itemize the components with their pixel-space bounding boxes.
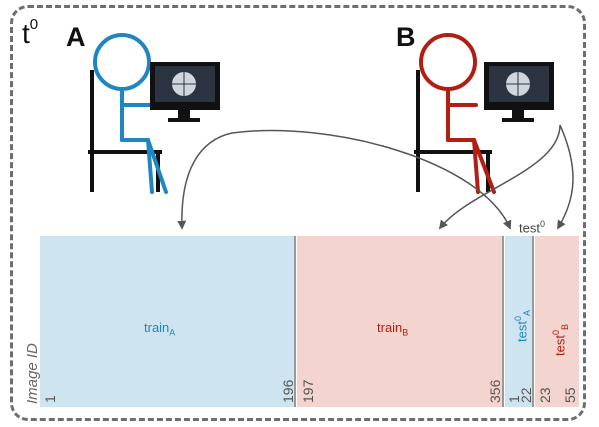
segment-test-b-label: test0B [551, 324, 570, 356]
person-b-figure [414, 33, 554, 194]
participant-b-label: B [396, 22, 416, 52]
time-label: t0 [22, 15, 39, 49]
arrow-b-to-test [557, 124, 574, 230]
tick-test-a-end: 22 [518, 387, 534, 403]
arrow-a-to-train-a [177, 132, 233, 230]
tick-train-b-end: 356 [487, 379, 503, 403]
dashed-frame [10, 5, 586, 421]
segment-train-b: trainB [297, 236, 504, 407]
segment-train-b-label: trainB [377, 320, 409, 338]
tick-train-a-end: 196 [280, 379, 296, 403]
monitor-b-icon [484, 62, 554, 122]
tick-test-b-start: 23 [537, 387, 553, 403]
arrow-a-to-test [231, 129, 512, 230]
segment-test-a [505, 236, 534, 407]
segment-train-a-label: trainA [144, 320, 176, 338]
segment-test-b [535, 236, 579, 407]
arrow-b-to-train-b [438, 124, 561, 230]
segment-train-a: trainA [40, 236, 296, 407]
monitor-a-icon [150, 62, 220, 122]
participant-a-label: A [66, 22, 86, 52]
person-a-figure [88, 33, 220, 194]
test0-group-label: test0 [519, 219, 545, 236]
tick-train-b-start: 197 [300, 379, 316, 403]
tick-test-b-end: 55 [562, 387, 578, 403]
tick-train-a-start: 1 [42, 395, 58, 403]
segment-test-a-label: test0A [513, 310, 532, 342]
image-id-axis-label: Image ID [24, 343, 41, 404]
